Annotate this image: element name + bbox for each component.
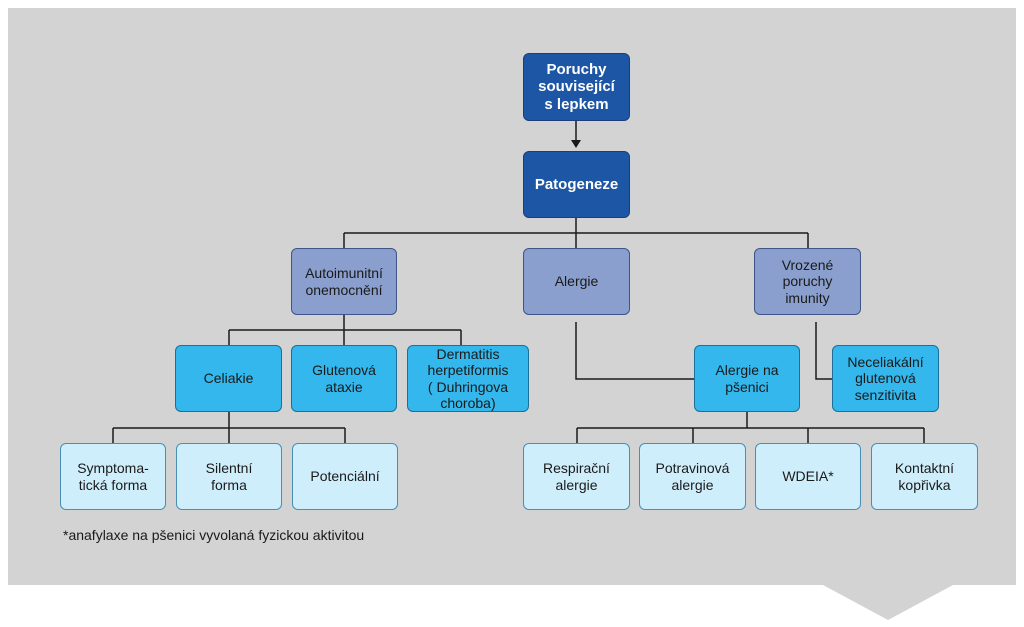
node-autoimmune: Autoimunitní onemocnění bbox=[291, 248, 397, 315]
node-wdeia: WDEIA* bbox=[755, 443, 861, 510]
node-potential: Potenciální bbox=[292, 443, 398, 510]
node-innate-immunity: Vrozené poruchy imunity bbox=[754, 248, 861, 315]
node-ncgs: Neceliakální glutenová senzitivita bbox=[832, 345, 939, 412]
node-root: Poruchy související s lepkem bbox=[523, 53, 630, 121]
node-food-allergy: Potravinová alergie bbox=[639, 443, 746, 510]
node-silent-form: Silentní forma bbox=[176, 443, 282, 510]
connector-innate-ncgs bbox=[815, 322, 832, 380]
node-symptomatic-form: Symptoma- tická forma bbox=[60, 443, 166, 510]
node-contact-urticaria: Kontaktní kopřivka bbox=[871, 443, 978, 510]
connector-allergy-wheat bbox=[575, 322, 694, 380]
node-gluten-ataxia: Glutenová ataxie bbox=[291, 345, 397, 412]
node-respiratory-allergy: Respirační alergie bbox=[523, 443, 630, 510]
node-dermatitis: Dermatitis herpetiformis ( Duhringova ch… bbox=[407, 345, 529, 412]
node-wheat-allergy: Alergie na pšenici bbox=[694, 345, 800, 412]
node-pathogenesis: Patogeneze bbox=[523, 151, 630, 218]
node-celiac: Celiakie bbox=[175, 345, 282, 412]
footnote: *anafylaxe na pšenici vyvolaná fyzickou … bbox=[63, 527, 365, 543]
arrow-head bbox=[571, 140, 581, 148]
connectors bbox=[112, 121, 925, 443]
node-allergy: Alergie bbox=[523, 248, 630, 315]
